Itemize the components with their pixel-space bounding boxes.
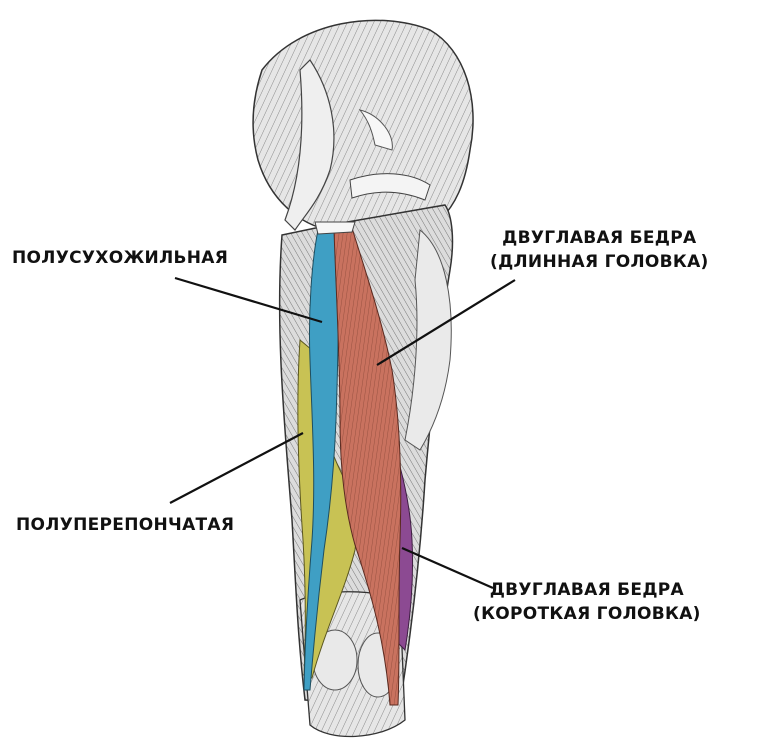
leader-biceps-long bbox=[376, 279, 516, 366]
vastus-lateralis bbox=[404, 229, 452, 451]
sacrum bbox=[284, 59, 335, 231]
label-biceps-long-line1: ДВУГЛАВАЯ БЕДРА bbox=[502, 228, 697, 248]
label-biceps-short-line1: ДВУГЛАВАЯ БЕДРА bbox=[489, 580, 684, 600]
label-semimembranosus-text: ПОЛУПЕРЕПОНЧАТАЯ bbox=[16, 515, 235, 535]
label-biceps-long-head: ДВУГЛАВАЯ БЕДРА (ДЛИННАЯ ГОЛОВКА) bbox=[490, 226, 709, 274]
label-biceps-short-head: ДВУГЛАВАЯ БЕДРА (КОРОТКАЯ ГОЛОВКА) bbox=[473, 578, 701, 626]
label-semitendinosus-text: ПОЛУСУХОЖИЛЬНАЯ bbox=[12, 248, 229, 268]
label-biceps-long-line2: (ДЛИННАЯ ГОЛОВКА) bbox=[490, 252, 709, 272]
label-biceps-short-line2: (КОРОТКАЯ ГОЛОВКА) bbox=[473, 604, 701, 624]
leader-semitendinosus bbox=[174, 276, 323, 324]
gluteal-muscles bbox=[252, 19, 474, 231]
leader-biceps-short bbox=[401, 546, 494, 590]
leader-semimembranosus bbox=[169, 432, 304, 504]
label-semimembranosus: ПОЛУПЕРЕПОНЧАТАЯ bbox=[16, 513, 234, 537]
semitendinosus-muscle bbox=[303, 229, 339, 691]
label-semitendinosus: ПОЛУСУХОЖИЛЬНАЯ bbox=[12, 246, 228, 270]
